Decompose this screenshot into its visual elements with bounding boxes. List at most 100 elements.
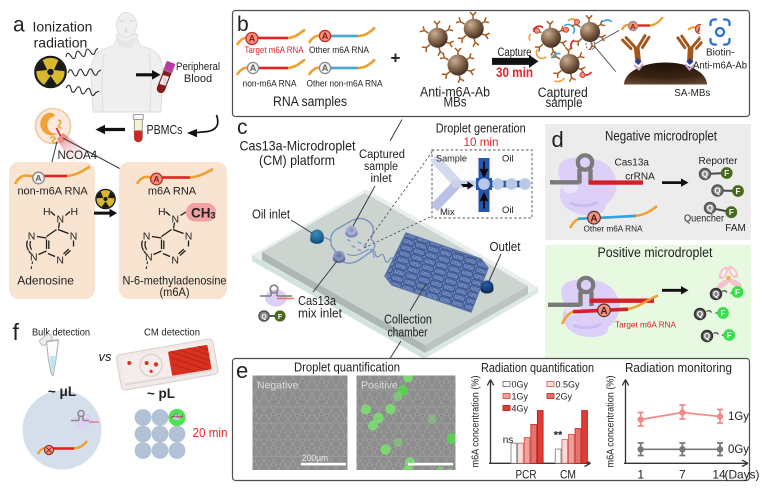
svg-text:Target m6A RNA: Target m6A RNA <box>245 45 305 56</box>
svg-text:N: N <box>171 255 179 267</box>
svg-text:N-6-methyladenosine: N-6-methyladenosine <box>123 274 227 288</box>
svg-text:m6A concentration (%): m6A concentration (%) <box>605 376 617 468</box>
svg-text:Other non-m6A RNA: Other non-m6A RNA <box>307 79 384 90</box>
svg-text:~ μL: ~ μL <box>48 384 76 399</box>
svg-text:Outlet: Outlet <box>490 240 521 254</box>
svg-text:H: H <box>158 206 166 218</box>
svg-text:A: A <box>590 214 597 225</box>
svg-text:f: f <box>13 319 20 345</box>
svg-text:Collection: Collection <box>384 313 432 327</box>
svg-text:H: H <box>43 206 51 218</box>
svg-text:Biotin-: Biotin- <box>706 48 734 59</box>
svg-text:Positive: Positive <box>361 380 398 392</box>
svg-text:1Gy: 1Gy <box>512 392 529 402</box>
svg-text:Q: Q <box>704 332 710 341</box>
svg-text:non-m6A RNA: non-m6A RNA <box>243 79 298 90</box>
svg-text:Bulk detection: Bulk detection <box>32 327 90 339</box>
svg-text:+: + <box>391 49 401 68</box>
svg-text:N: N <box>70 231 78 243</box>
svg-text:N: N <box>143 231 151 243</box>
svg-text:30 min: 30 min <box>496 65 533 80</box>
svg-text:radiation: radiation <box>34 35 88 51</box>
svg-text:CM: CM <box>560 468 576 482</box>
svg-text:Positive microdroplet: Positive microdroplet <box>598 245 713 260</box>
svg-text:~ pL: ~ pL <box>147 386 175 401</box>
svg-text:**: ** <box>554 430 563 442</box>
svg-text:H: H <box>71 206 79 218</box>
svg-text:Capture: Capture <box>498 47 532 59</box>
svg-text:vs: vs <box>99 349 113 364</box>
svg-text:0Gy: 0Gy <box>512 380 529 390</box>
svg-text:Q: Q <box>697 310 703 319</box>
svg-text:CH3: CH3 <box>191 206 216 221</box>
svg-text:c: c <box>237 116 248 139</box>
svg-text:14: 14 <box>712 468 726 482</box>
svg-text:A: A <box>250 63 257 73</box>
svg-text:20 min: 20 min <box>193 426 228 440</box>
svg-text:Quencher: Quencher <box>684 214 725 225</box>
svg-text:Adenosine: Adenosine <box>17 274 74 288</box>
svg-text:Droplet quantification: Droplet quantification <box>294 361 400 375</box>
svg-text:b: b <box>237 13 249 36</box>
svg-text:RNA samples: RNA samples <box>273 94 347 109</box>
svg-text:F: F <box>736 187 741 196</box>
svg-text:Cas13a: Cas13a <box>615 158 650 169</box>
svg-text:Reporter: Reporter <box>699 156 739 167</box>
svg-text:F: F <box>729 208 734 217</box>
svg-text:ns: ns <box>503 435 514 446</box>
svg-text:FAM: FAM <box>725 223 746 234</box>
svg-text:(Days): (Days) <box>725 468 760 482</box>
svg-text:SA-MBs: SA-MBs <box>674 88 710 99</box>
svg-text:Droplet generation: Droplet generation <box>436 122 526 136</box>
svg-text:F: F <box>735 288 740 297</box>
svg-text:PBMCs: PBMCs <box>147 123 183 137</box>
svg-text:2Gy: 2Gy <box>556 392 573 402</box>
svg-text:m6A concentration (%): m6A concentration (%) <box>470 376 482 468</box>
svg-text:inlet: inlet <box>370 173 392 185</box>
svg-text:Blood: Blood <box>184 73 212 85</box>
svg-text:N: N <box>57 214 65 226</box>
svg-text:F: F <box>721 309 726 318</box>
svg-text:Q: Q <box>702 170 708 179</box>
svg-text:d: d <box>552 127 564 152</box>
svg-text:1: 1 <box>637 468 644 482</box>
svg-text:Anti-m6A-Ab: Anti-m6A-Ab <box>420 85 490 100</box>
svg-text:Radiation monitoring: Radiation monitoring <box>625 361 732 375</box>
svg-text:Oil: Oil <box>502 205 514 216</box>
svg-text:CM detection: CM detection <box>144 327 200 339</box>
svg-text:N: N <box>145 252 153 264</box>
svg-text:non-m6A RNA: non-m6A RNA <box>17 186 88 198</box>
svg-text:a: a <box>13 14 25 37</box>
svg-text:sample: sample <box>546 95 583 110</box>
svg-text:Other m6A RNA: Other m6A RNA <box>309 45 370 56</box>
svg-text:A: A <box>322 31 329 41</box>
svg-text:sample: sample <box>364 161 398 173</box>
svg-text:Negative microdroplet: Negative microdroplet <box>605 129 717 144</box>
svg-text:e: e <box>236 358 248 383</box>
svg-text:Sample: Sample <box>436 154 467 165</box>
svg-text:A: A <box>153 174 159 184</box>
svg-text:0Gy: 0Gy <box>728 442 749 456</box>
svg-text:200μm: 200μm <box>302 453 328 463</box>
svg-text:Q: Q <box>713 290 719 299</box>
svg-text:Negative: Negative <box>257 380 299 392</box>
svg-text:Q: Q <box>261 314 266 321</box>
svg-text:Cas13a-Microdroplet: Cas13a-Microdroplet <box>240 138 356 154</box>
svg-text:N: N <box>185 231 193 243</box>
svg-text:(m6A): (m6A) <box>160 285 190 299</box>
svg-text:MBs: MBs <box>444 95 467 110</box>
svg-text:Oil inlet: Oil inlet <box>252 207 290 222</box>
svg-text:Oil: Oil <box>502 154 514 165</box>
svg-text:PCR: PCR <box>516 468 537 482</box>
svg-text:A: A <box>600 306 607 317</box>
svg-text:N: N <box>172 214 180 226</box>
svg-text:Cas13a: Cas13a <box>298 294 336 308</box>
svg-text:N: N <box>56 255 64 267</box>
svg-text:N: N <box>30 252 38 264</box>
svg-text:F: F <box>724 169 729 178</box>
svg-text:A: A <box>322 63 329 73</box>
svg-text:A: A <box>35 173 41 183</box>
svg-text:NCOA4: NCOA4 <box>58 150 98 162</box>
svg-text:Captured: Captured <box>538 85 588 100</box>
svg-text:crRNA: crRNA <box>625 172 655 183</box>
